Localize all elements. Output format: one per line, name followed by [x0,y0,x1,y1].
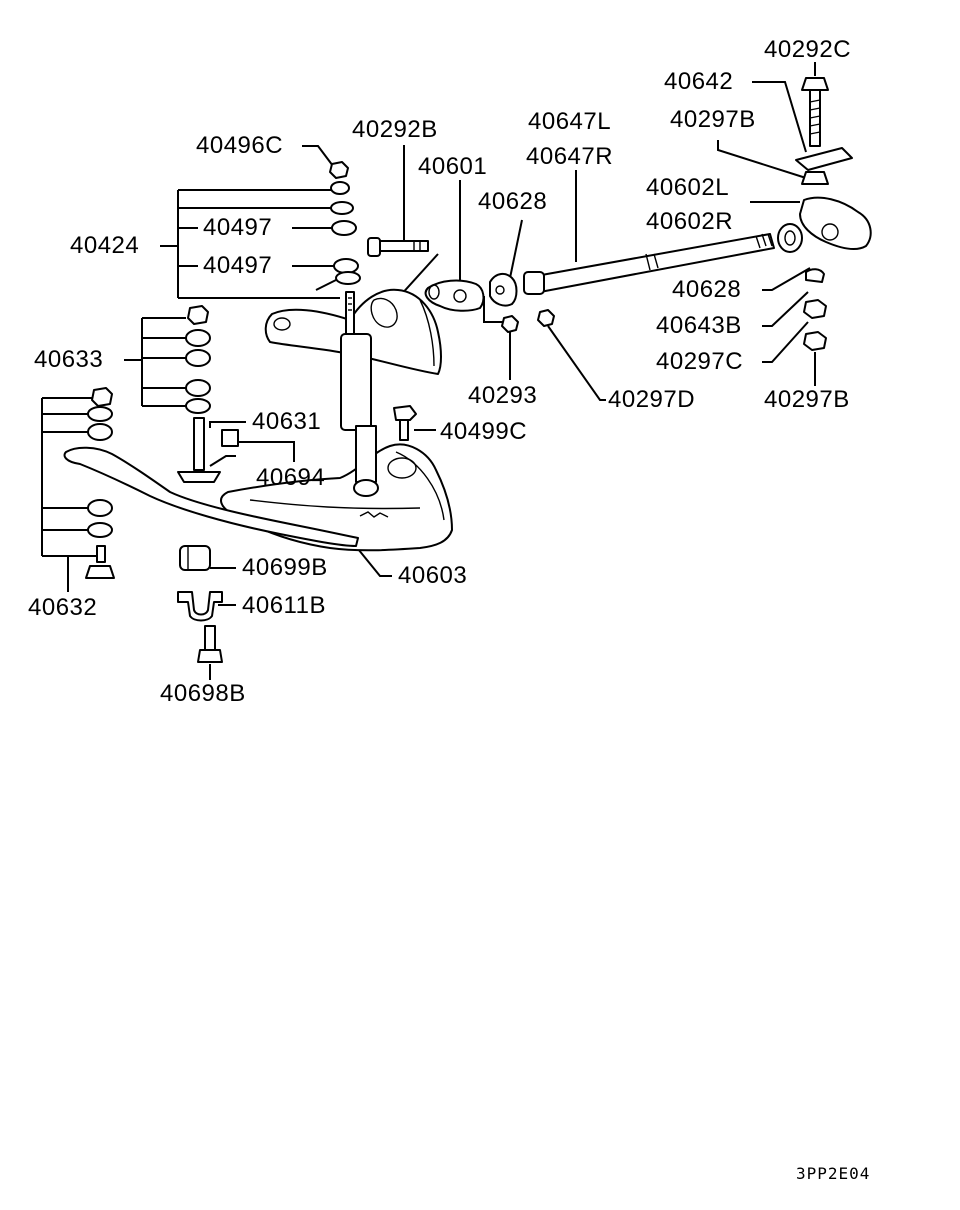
stabilizer-link-upper-stack [185,305,211,414]
upper-shock-mount-stack [329,161,361,285]
label-40297B-right: 40297B [764,386,850,413]
label-40698B: 40698B [160,680,246,707]
stabilizer-bushing [179,545,211,571]
label-40642: 40642 [664,68,734,95]
stabilizer-bar [63,446,359,547]
label-40631: 40631 [252,408,322,435]
stabilizer-bracket [177,591,223,622]
stabilizer-link [177,417,239,483]
label-40499C: 40499C [440,418,528,445]
label-40611B: 40611B [242,592,326,619]
nut [803,299,827,319]
nut [803,331,827,351]
label-40628-top: 40628 [478,188,548,215]
label-40602R: 40602R [646,208,734,235]
label-40647R: 40647R [526,143,614,170]
label-40496C: 40496C [196,132,284,159]
label-40699B: 40699B [242,554,328,581]
figure-code: 3PP2E04 [796,1164,871,1183]
adjusting-bolt [795,77,853,185]
rubber-bushing [805,268,825,283]
bolt [393,405,417,441]
label-40643B: 40643B [656,312,742,339]
label-40497-b: 40497 [203,252,273,279]
stabilizer-link-lower-stack [85,387,115,579]
bolt [367,237,429,257]
bolt [197,625,223,663]
label-40694: 40694 [256,464,326,491]
shock-absorber [340,291,379,497]
bushing [489,272,518,307]
label-40293: 40293 [468,382,538,409]
label-40632: 40632 [28,594,98,621]
nut [501,315,519,333]
label-40647L: 40647L [528,108,612,135]
nut [537,309,555,327]
label-40602L: 40602L [646,174,730,201]
label-40424: 40424 [70,232,140,259]
label-40297B-top: 40297B [670,106,756,133]
label-40603: 40603 [398,562,468,589]
label-40297C: 40297C [656,348,744,375]
anchor-arm [424,279,485,312]
label-40497-a: 40497 [203,214,273,241]
torsion-bar-anchor [777,196,872,253]
label-40601: 40601 [418,153,488,180]
torsion-bar [523,233,775,295]
label-40292C: 40292C [764,36,852,63]
label-40292B: 40292B [352,116,438,143]
label-40628-right: 40628 [672,276,742,303]
label-40297D: 40297D [608,386,696,413]
label-40633: 40633 [34,346,104,373]
